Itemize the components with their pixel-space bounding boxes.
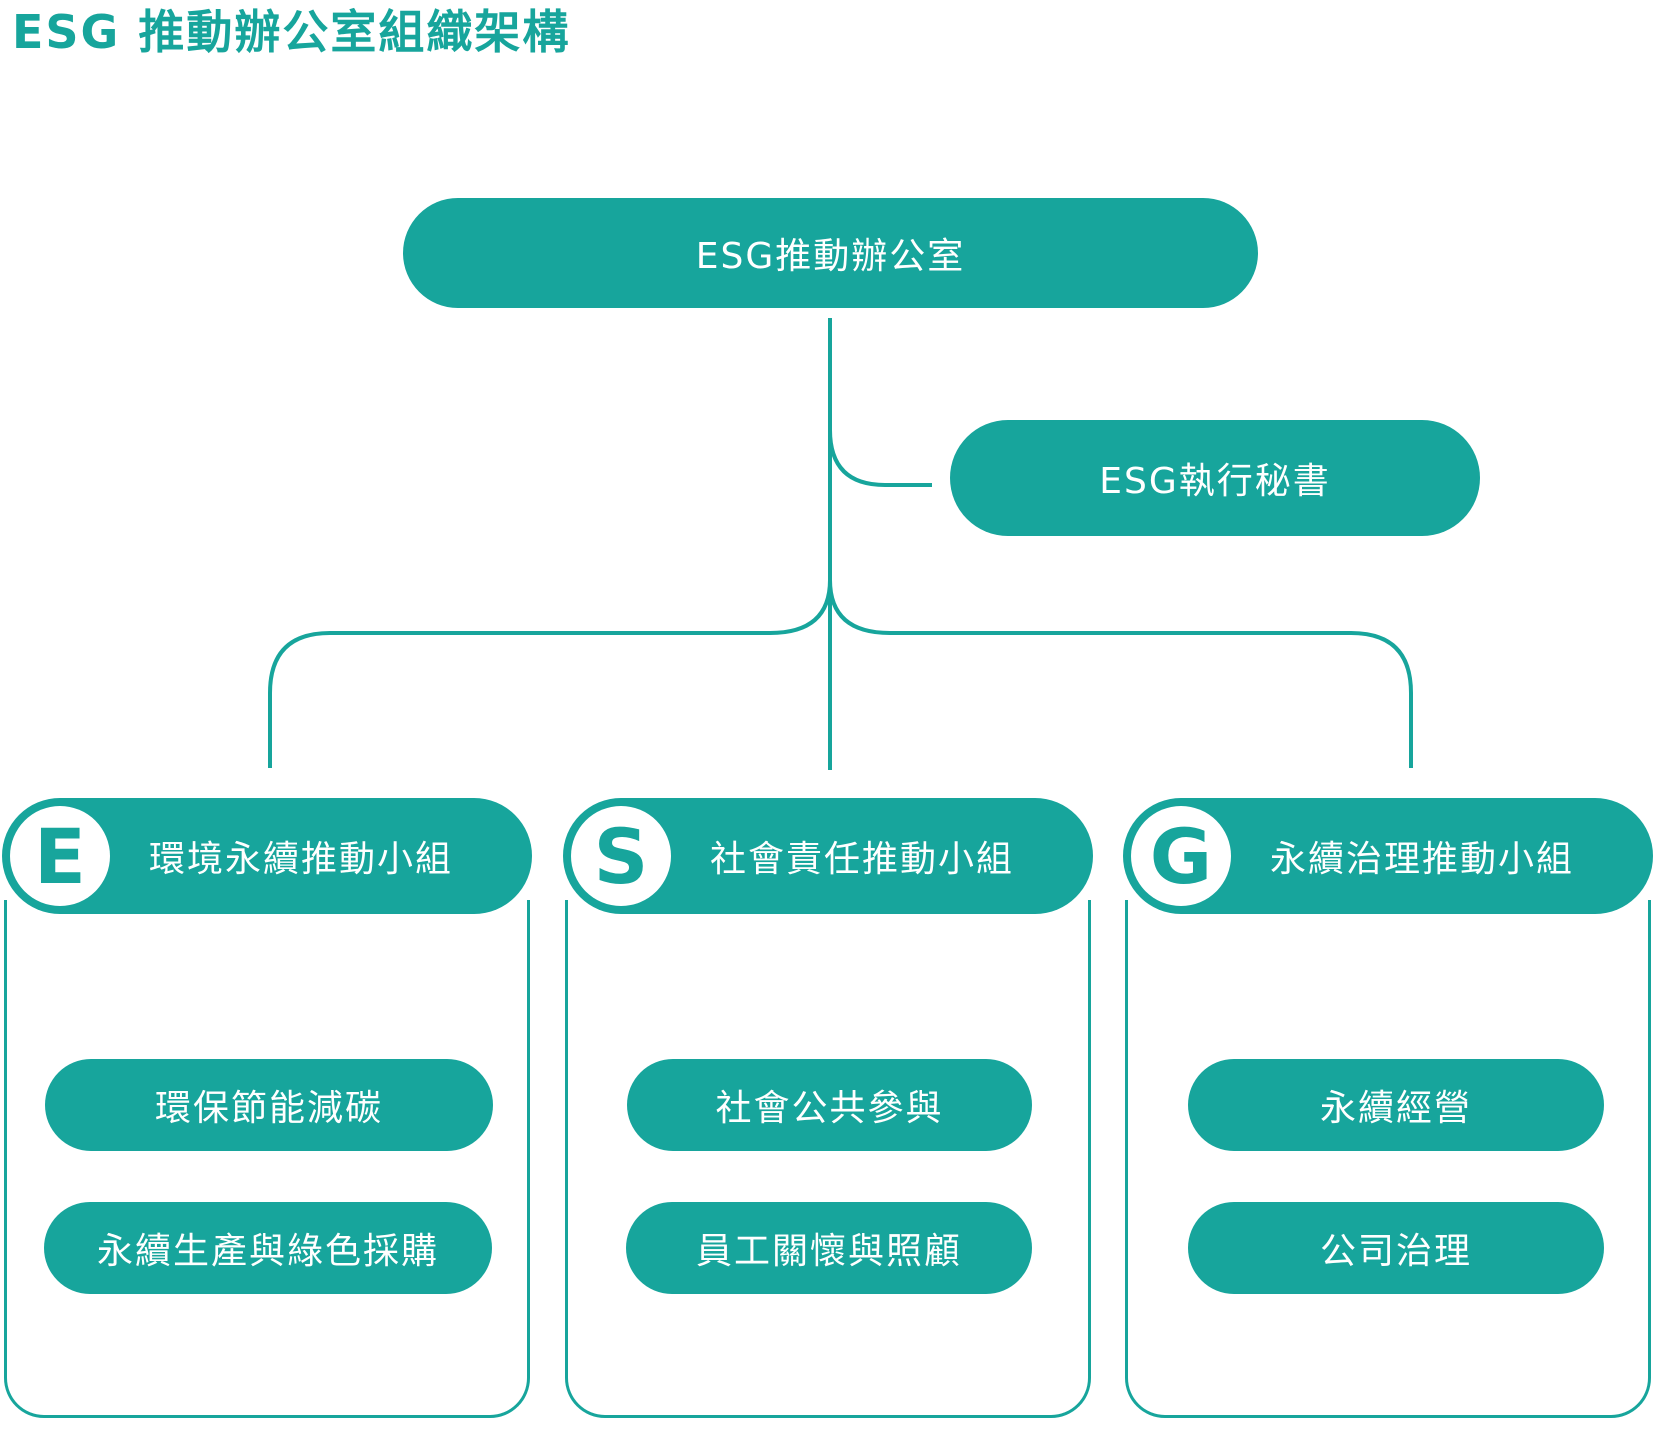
secretary-connector [828,429,932,487]
esg-office-node: ESG推動辦公室 [403,198,1258,308]
governance-group-panel [1125,900,1651,1418]
e-letter-badge: E [10,806,110,906]
environment-item: 永續生產與綠色採購 [44,1202,492,1294]
social-item: 社會公共參與 [627,1059,1032,1151]
social-item: 員工關懷與照顧 [626,1202,1032,1294]
left-branch-connector [268,579,832,768]
g-letter-badge: G [1131,806,1231,906]
social-group-panel [565,900,1091,1418]
page-title: ESG 推動辦公室組織架構 [12,5,571,59]
social-group-header: S 社會責任推動小組 [563,798,1093,914]
governance-item: 公司治理 [1188,1202,1604,1294]
environment-group-header: E 環境永續推動小組 [2,798,532,914]
environment-item: 環保節能減碳 [45,1059,493,1151]
governance-group-header: G 永續治理推動小組 [1123,798,1653,914]
s-letter-badge: S [571,806,671,906]
governance-item: 永續經營 [1188,1059,1604,1151]
environment-group-panel [4,900,530,1418]
social-group-label: 社會責任推動小組 [709,839,1014,880]
governance-group-label: 永續治理推動小組 [1269,839,1574,880]
right-branch-connector [828,579,1413,768]
environment-group-label: 環境永續推動小組 [148,839,453,880]
esg-secretary-node: ESG執行秘書 [950,420,1480,536]
